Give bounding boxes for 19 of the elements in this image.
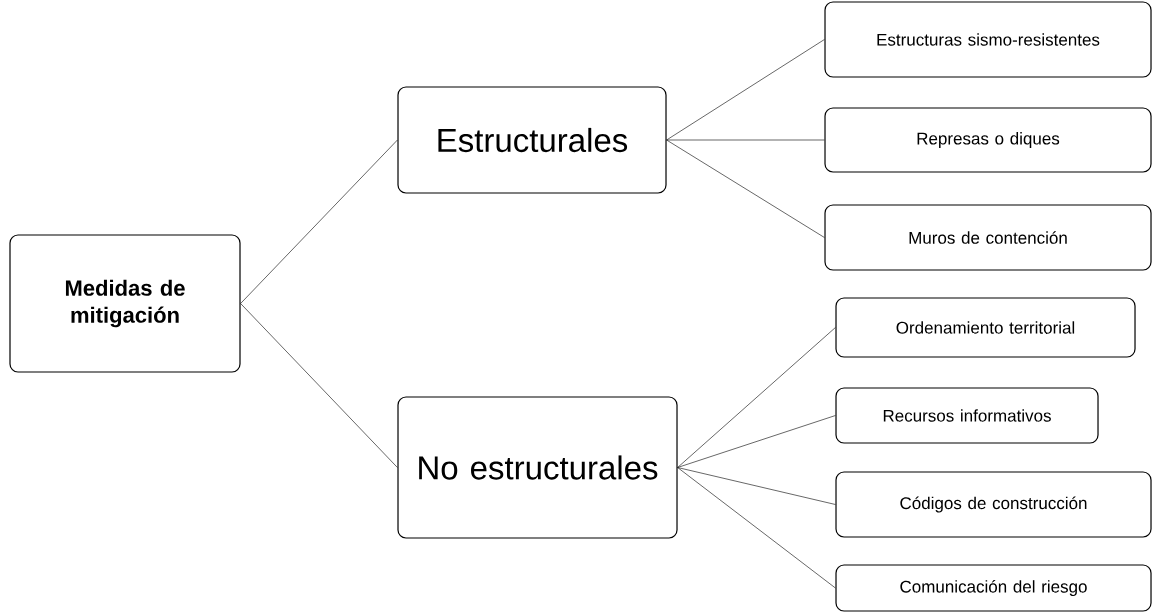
box: Estructuras sismo-resistentes (824, 1, 1152, 78)
box: Estructurales (397, 86, 667, 194)
box: Recursos informativos (835, 387, 1099, 444)
connector-line (666, 39, 825, 141)
connector-line (666, 139, 825, 238)
connector-line (677, 467, 836, 589)
box: Muros de contención (824, 204, 1152, 271)
connector-line (240, 303, 398, 468)
connector-line (666, 139, 825, 141)
box: Códigos de construcción (835, 471, 1152, 538)
connector-line (240, 139, 398, 304)
box: Comunicación del riesgo (835, 564, 1152, 612)
box: Medidas de mitigación (9, 234, 241, 373)
box: No estructurales (397, 396, 678, 539)
box: Represas o diques (824, 107, 1152, 173)
connector-line (677, 415, 836, 468)
box: Ordenamiento territorial (835, 297, 1136, 358)
connector-line (677, 467, 836, 505)
connector-line (677, 327, 836, 468)
